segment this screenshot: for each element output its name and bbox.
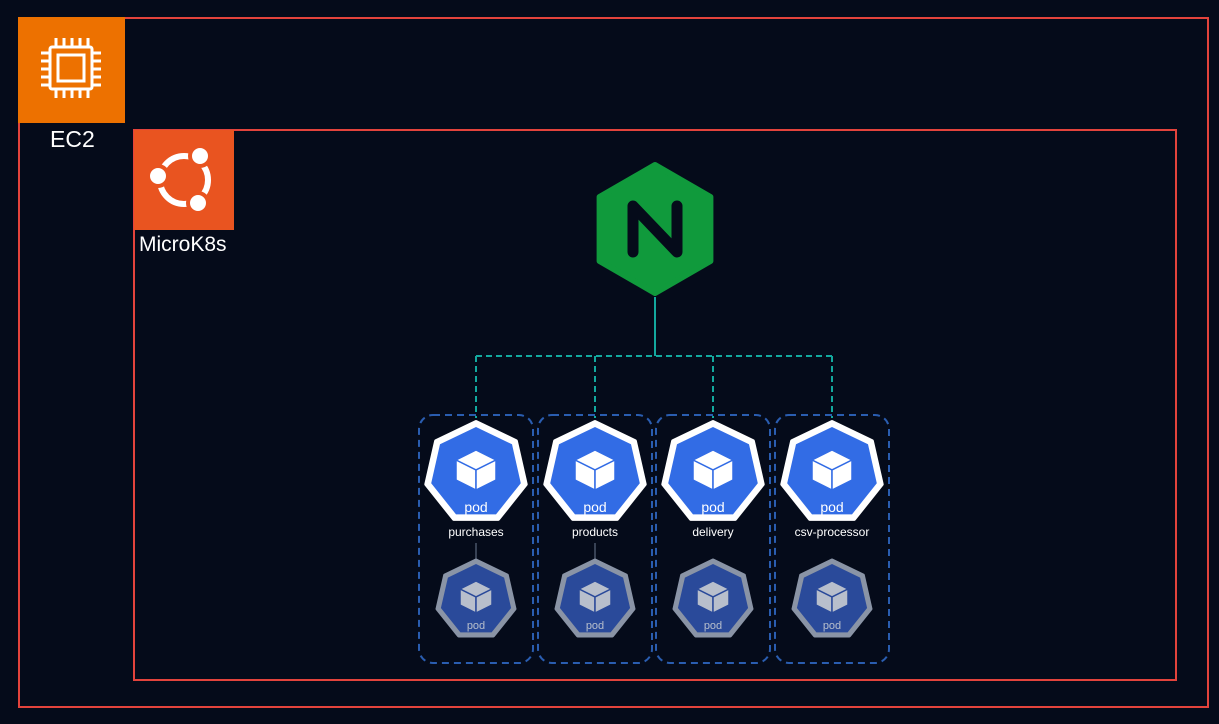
service-name-label: products	[571, 525, 619, 539]
pod-label: pod	[820, 499, 843, 515]
ec2-label: EC2	[50, 126, 95, 152]
ubuntu-icon	[134, 130, 234, 230]
service-name-label: csv-processor	[794, 525, 870, 539]
service-group	[655, 414, 771, 664]
pod-icon: pod	[661, 420, 765, 521]
microk8s-label: MicroK8s	[139, 233, 227, 256]
replica-pod-label: pod	[704, 620, 722, 632]
replica-pod-label: pod	[586, 620, 604, 632]
replica-pod-icon: pod	[672, 558, 754, 638]
pod-label: pod	[464, 499, 487, 515]
pod-label: pod	[701, 499, 724, 515]
pod-icon: pod	[424, 420, 528, 521]
service-group	[774, 414, 890, 664]
ec2-chip-icon	[18, 17, 125, 123]
replica-pod-icon: pod	[435, 558, 517, 638]
replica-pod-icon: pod	[554, 558, 636, 638]
pod-icon: pod	[543, 420, 647, 521]
nginx-icon	[596, 162, 714, 296]
pod-icon: pod	[780, 420, 884, 521]
pod-label: pod	[583, 499, 606, 515]
service-name-label: purchases	[448, 525, 504, 539]
replica-pod-label: pod	[467, 620, 485, 632]
service-group	[418, 414, 534, 664]
service-group	[537, 414, 653, 664]
replica-pod-icon: pod	[791, 558, 873, 638]
microk8s-boundary	[133, 129, 1177, 681]
service-name-label: delivery	[692, 525, 734, 539]
replica-pod-label: pod	[823, 620, 841, 632]
ec2-boundary	[18, 17, 1209, 708]
